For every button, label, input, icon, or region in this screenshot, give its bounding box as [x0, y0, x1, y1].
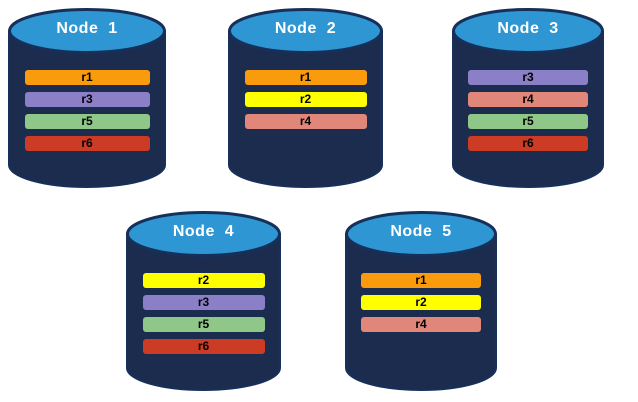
cylinder-body [345, 233, 497, 391]
replica-bar: r2 [361, 295, 481, 310]
replica-bar: r5 [468, 114, 588, 129]
cylinder-icon [345, 211, 497, 391]
cylinder-top [452, 8, 604, 54]
replica-bar: r1 [361, 273, 481, 288]
cylinder-body [228, 30, 383, 188]
replica-bar: r5 [24, 114, 150, 129]
replica-bar: r4 [361, 317, 481, 332]
replica-bar: r6 [468, 136, 588, 151]
cylinder-top [126, 211, 281, 257]
replica-list: r3 r4 r5 r6 [452, 70, 604, 151]
replica-list: r2 r3 r5 r6 [126, 273, 281, 354]
replica-bar: r3 [468, 70, 588, 85]
replica-bar: r6 [142, 339, 265, 354]
replica-bar: r3 [142, 295, 265, 310]
replica-bar: r5 [142, 317, 265, 332]
replica-bar: r2 [142, 273, 265, 288]
cylinder-top [8, 8, 166, 54]
replica-bar: r3 [24, 92, 150, 107]
replica-bar: r4 [468, 92, 588, 107]
replica-bar: r1 [244, 70, 367, 85]
replica-list: r1 r2 r4 [345, 273, 497, 332]
replica-bar: r1 [24, 70, 150, 85]
replica-bar: r4 [244, 114, 367, 129]
cylinder-top [228, 8, 383, 54]
replica-list: r1 r2 r4 [228, 70, 383, 129]
cylinder-icon [228, 8, 383, 188]
replica-list: r1 r3 r5 r6 [8, 70, 166, 151]
replica-bar: r6 [24, 136, 150, 151]
replica-bar: r2 [244, 92, 367, 107]
cylinder-top [345, 211, 497, 257]
